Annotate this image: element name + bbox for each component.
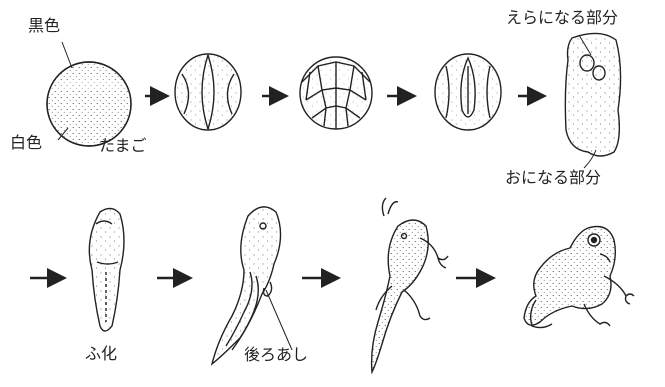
- label-black-part: 黒色: [28, 18, 60, 34]
- label-hind-legs: 後ろあし: [244, 347, 308, 363]
- label-gill-part: えらになる部分: [506, 10, 618, 26]
- label-white-part: 白色: [10, 135, 42, 151]
- hatched-tadpole-stage: [89, 208, 124, 331]
- two-cell-stage: [175, 54, 241, 130]
- frog-stage: [524, 227, 634, 328]
- egg-stage: [47, 42, 131, 146]
- neural-groove-stage: [435, 54, 501, 130]
- tadpole-four-legs-stage: [372, 198, 448, 372]
- many-cell-stage: [300, 57, 372, 129]
- label-egg: たまご: [99, 138, 147, 154]
- elongated-embryo-stage: [565, 33, 620, 168]
- black-part-pointer: [62, 42, 72, 68]
- label-tail-part: おになる部分: [505, 170, 601, 186]
- label-hatch: ふ化: [85, 346, 117, 362]
- hind-legs-pointer: [266, 290, 292, 350]
- tadpole-hind-legs-stage: [212, 207, 292, 364]
